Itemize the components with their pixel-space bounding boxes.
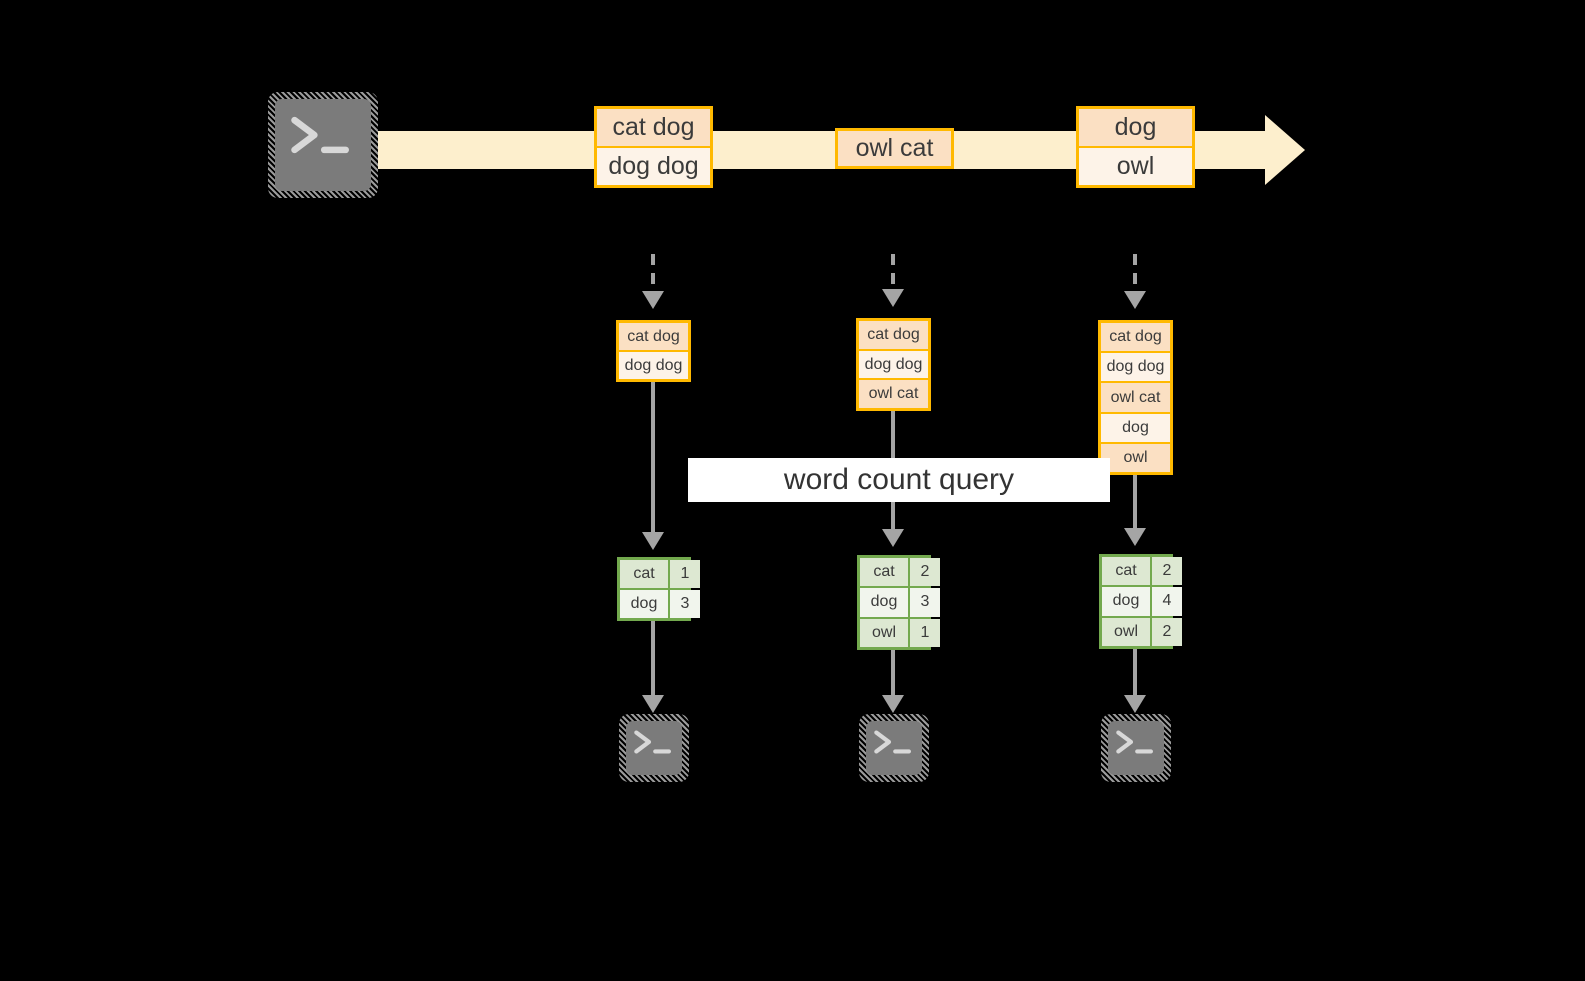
result-row: owl 1 bbox=[860, 616, 940, 647]
tap-arrowhead-2 bbox=[882, 289, 904, 307]
snapshot-line: owl cat bbox=[1101, 381, 1170, 412]
prompt-glyph-icon bbox=[869, 724, 919, 762]
terminal-body bbox=[275, 99, 371, 191]
prompt-glyph-icon bbox=[1111, 724, 1161, 762]
prompt-glyph-icon bbox=[629, 724, 679, 762]
result-word: dog bbox=[860, 588, 908, 617]
sink-terminal-icon-2[interactable] bbox=[859, 714, 929, 782]
result-word: cat bbox=[620, 560, 668, 588]
result-count: 4 bbox=[1150, 587, 1182, 616]
result-count: 1 bbox=[668, 560, 700, 588]
snapshot-table-1[interactable]: cat dog dog dog bbox=[616, 320, 691, 382]
result-table-2[interactable]: cat 2 dog 3 owl 1 bbox=[857, 555, 940, 650]
query-arrowhead-1 bbox=[642, 532, 664, 550]
prompt-glyph-icon bbox=[283, 107, 362, 166]
terminal-body bbox=[626, 721, 682, 775]
result-row: cat 1 bbox=[620, 560, 700, 588]
stream-batch-3[interactable]: dog owl bbox=[1076, 106, 1195, 188]
result-row: cat 2 bbox=[860, 558, 940, 587]
result-row: owl 2 bbox=[1102, 615, 1182, 646]
batch-line: owl bbox=[1079, 146, 1192, 185]
batch-line: cat dog bbox=[597, 109, 710, 146]
sink-arrowhead-1 bbox=[642, 695, 664, 713]
stream-batch-1[interactable]: cat dog dog dog bbox=[594, 106, 713, 188]
snapshot-line: owl cat bbox=[859, 378, 928, 409]
tap-connector-2 bbox=[891, 254, 895, 290]
sink-connector-1 bbox=[651, 621, 655, 697]
result-word: dog bbox=[620, 590, 668, 618]
sink-terminal-icon-1[interactable] bbox=[619, 714, 689, 782]
sink-arrowhead-3 bbox=[1124, 695, 1146, 713]
result-table-1[interactable]: cat 1 dog 3 bbox=[617, 557, 700, 621]
snapshot-table-2[interactable]: cat dog dog dog owl cat bbox=[856, 318, 931, 411]
stream-arrowhead bbox=[1265, 115, 1305, 185]
snapshot-line: cat dog bbox=[859, 321, 928, 349]
result-word: owl bbox=[1102, 617, 1150, 646]
batch-line: dog dog bbox=[597, 146, 710, 185]
snapshot-line: dog dog bbox=[1101, 351, 1170, 382]
terminal-body bbox=[866, 721, 922, 775]
source-terminal-icon[interactable] bbox=[268, 92, 378, 198]
sink-connector-3 bbox=[1133, 649, 1137, 697]
snapshot-table-3[interactable]: cat dog dog dog owl cat dog owl bbox=[1098, 320, 1173, 475]
result-row: cat 2 bbox=[1102, 557, 1182, 586]
tap-connector-1 bbox=[651, 254, 655, 292]
snapshot-line: cat dog bbox=[1101, 323, 1170, 352]
batch-line: owl cat bbox=[838, 131, 951, 166]
result-count: 2 bbox=[1150, 557, 1182, 586]
sink-terminal-icon-3[interactable] bbox=[1101, 714, 1171, 782]
snapshot-line: owl bbox=[1101, 441, 1170, 473]
snapshot-line: cat dog bbox=[619, 323, 688, 350]
result-count: 3 bbox=[668, 590, 700, 618]
result-word: dog bbox=[1102, 587, 1150, 616]
snapshot-line: dog bbox=[1101, 411, 1170, 442]
stream-batch-2[interactable]: owl cat bbox=[835, 128, 954, 169]
query-connector-1 bbox=[651, 382, 655, 534]
batch-line: dog bbox=[1079, 109, 1192, 146]
result-count: 2 bbox=[1150, 617, 1182, 646]
query-arrowhead-2 bbox=[882, 529, 904, 547]
query-label-text: word count query bbox=[783, 463, 1015, 496]
result-count: 1 bbox=[908, 618, 940, 647]
result-count: 3 bbox=[908, 588, 940, 617]
result-word: cat bbox=[860, 558, 908, 587]
result-row: dog 4 bbox=[1102, 585, 1182, 616]
terminal-body bbox=[1108, 721, 1164, 775]
sink-connector-2 bbox=[891, 650, 895, 697]
query-label-band: word count query bbox=[688, 458, 1110, 502]
result-word: cat bbox=[1102, 557, 1150, 586]
tap-connector-3 bbox=[1133, 254, 1137, 292]
snapshot-line: dog dog bbox=[859, 348, 928, 379]
query-connector-3 bbox=[1133, 475, 1137, 530]
result-count: 2 bbox=[908, 558, 940, 587]
snapshot-line: dog dog bbox=[619, 350, 688, 379]
result-row: dog 3 bbox=[620, 588, 700, 618]
query-arrowhead-3 bbox=[1124, 528, 1146, 546]
result-word: owl bbox=[860, 618, 908, 647]
sink-arrowhead-2 bbox=[882, 695, 904, 713]
result-table-3[interactable]: cat 2 dog 4 owl 2 bbox=[1099, 554, 1182, 649]
result-row: dog 3 bbox=[860, 586, 940, 617]
tap-arrowhead-3 bbox=[1124, 291, 1146, 309]
tap-arrowhead-1 bbox=[642, 291, 664, 309]
